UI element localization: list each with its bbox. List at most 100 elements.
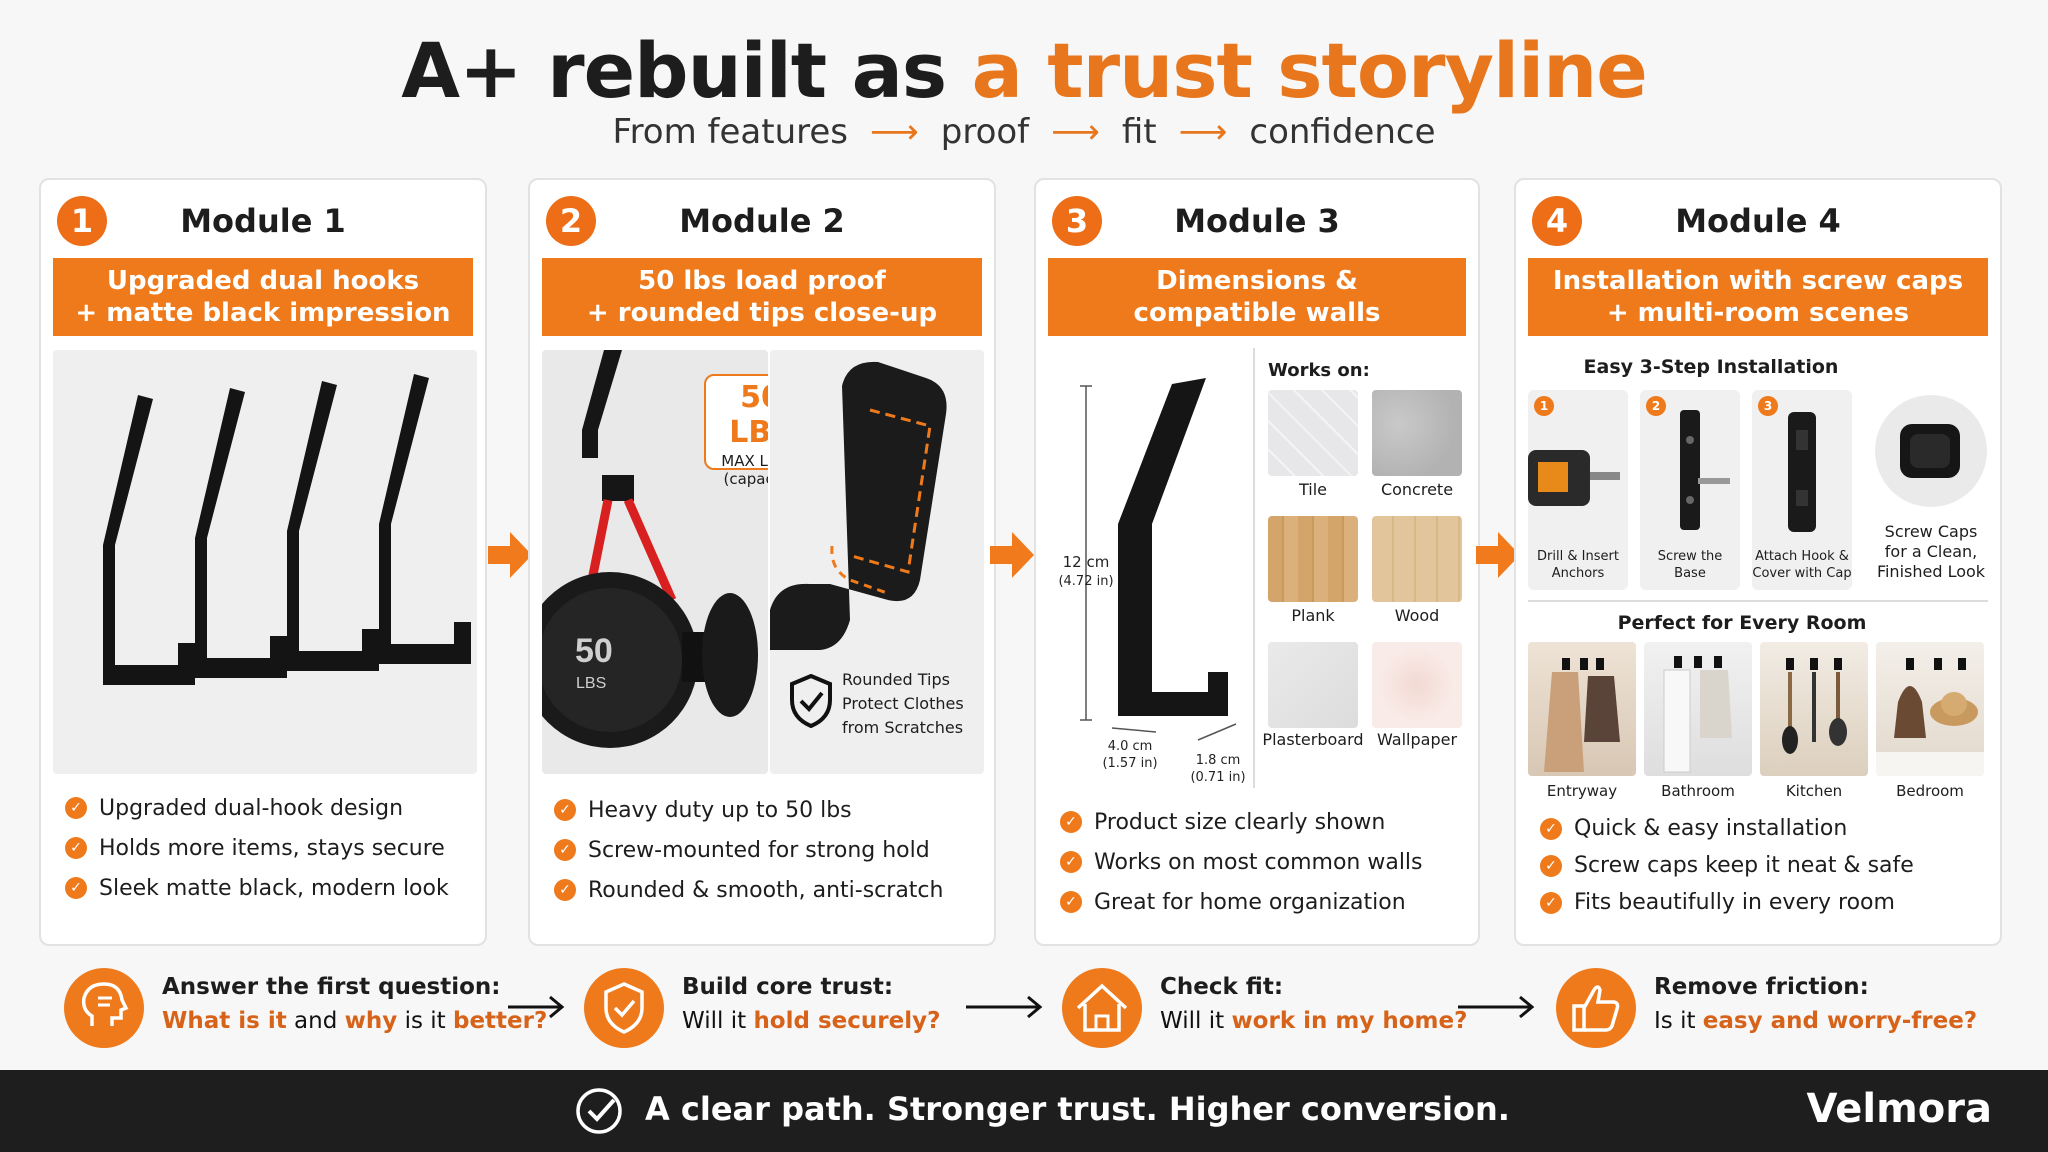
flow-arrow-icon: [488, 532, 532, 578]
journey-answer: Will it work in my home?: [1160, 1008, 1467, 1034]
install-heading: Easy 3-Step Installation: [1583, 356, 1839, 378]
band-line: compatible walls: [1133, 298, 1381, 328]
bullet-item: ✓ Sleek matte black, modern look: [65, 868, 475, 908]
max-load-label: MAX LOAD: [721, 452, 768, 470]
answer-highlight: work in my home?: [1231, 1008, 1468, 1034]
hat-bag-icon: [1876, 658, 1984, 776]
caption-line: Screw Caps: [1884, 522, 1978, 541]
room-bedroom-image: [1876, 642, 1984, 776]
module-bullets: ✓Quick & easy installation ✓ Screw caps k…: [1540, 810, 1990, 921]
thumbs-up-icon: [1556, 968, 1636, 1048]
wood-wall-swatch: [1372, 516, 1462, 602]
screw-cap-icon: [1875, 395, 1987, 507]
journey-answer: What is it and why is it better?: [162, 1008, 547, 1034]
plank-wall-swatch: [1268, 516, 1358, 602]
bullet-text: Rounded & smooth, anti-scratch: [588, 877, 944, 903]
bullet-text: Great for home organization: [1094, 889, 1406, 915]
room-label: Kitchen: [1785, 782, 1843, 800]
module-title: Module 1: [180, 202, 346, 240]
dimension-value: 1.8 cm: [1195, 753, 1241, 768]
bullet-item: ✓Upgraded dual-hook design: [65, 788, 475, 828]
module-card-3: 3 Module 3 Dimensions &compatible walls …: [1034, 178, 1480, 946]
check-icon: ✓: [65, 797, 87, 819]
bullet-item: ✓Quick & easy installation: [1540, 810, 1990, 847]
journey-step-4: Remove friction: Is it easy and worry-fr…: [1556, 962, 1996, 1052]
flow-arrow-icon: [990, 532, 1034, 578]
hooks-illustration: [103, 374, 471, 685]
rounded-tips-caption: Rounded Tips Protect Clothes from Scratc…: [842, 668, 964, 740]
bullet-text: Screw caps keep it neat & safe: [1574, 853, 1914, 878]
wall-label: Wallpaper: [1376, 730, 1458, 749]
journey-question: Check fit:: [1160, 974, 1284, 1000]
answer-text: Is it: [1654, 1008, 1703, 1034]
attach-hook-icon: [1788, 412, 1816, 532]
bullet-text: Fits beautifully in every room: [1574, 890, 1895, 915]
caption-line: Rounded Tips: [842, 670, 950, 689]
band-line: Dimensions &: [1156, 266, 1358, 296]
dimension-value: 4.0 cm: [1107, 739, 1153, 754]
module-number-badge: 2: [546, 196, 596, 246]
check-icon: ✓: [1540, 854, 1562, 877]
check-icon: ✓: [65, 877, 87, 899]
bullet-item: ✓Rounded & smooth, anti-scratch: [554, 870, 984, 910]
footer-tagline: A clear path. Stronger trust. Higher con…: [645, 1090, 1510, 1128]
title-accent: a trust storyline: [971, 26, 1648, 115]
dimension-inches: (0.71 in): [1190, 770, 1246, 785]
module-bullets: ✓Upgraded dual-hook design ✓Holds more i…: [65, 788, 475, 908]
room-bathroom-image: [1644, 642, 1752, 776]
subtitle-step: proof: [940, 112, 1030, 152]
divider: [1528, 600, 1988, 602]
bullet-item: ✓Screw-mounted for strong hold: [554, 830, 984, 870]
check-icon: ✓: [1060, 891, 1082, 913]
check-icon: ✓: [1540, 891, 1562, 914]
step-label-line: Attach Hook &: [1755, 549, 1849, 564]
subtitle: From features ⟶ proof ⟶ fit ⟶ confidence: [0, 112, 2048, 152]
journey-question: Answer the first question:: [162, 974, 501, 1000]
dumbbell-weight-label: 50: [575, 632, 613, 670]
install-step-3: 3 Attach Hook &Cover with Cap: [1752, 390, 1852, 590]
step-number-badge: 3: [1758, 396, 1778, 416]
bullet-item: ✓Works on most common walls: [1060, 842, 1468, 882]
bullet-text: Sleek matte black, modern look: [99, 875, 449, 901]
band-line: 50 lbs load proof: [638, 266, 886, 296]
drill-icon: [1528, 450, 1620, 506]
band-line: Installation with screw caps: [1552, 266, 1964, 296]
journey-step-1: Answer the first question: What is it an…: [64, 962, 547, 1052]
caption-line: Protect Clothes: [842, 694, 964, 713]
max-load-caption: (capacity): [723, 470, 768, 488]
shield-check-icon: [790, 674, 832, 728]
utensils-icon: [1782, 658, 1847, 754]
journey-question: Build core trust:: [682, 974, 894, 1000]
bullet-text: Product size clearly shown: [1094, 809, 1386, 835]
answer-highlight: hold securely?: [753, 1008, 941, 1034]
towel-icon: [1663, 656, 1732, 773]
height-dimension: 12 cm(4.72 in): [1046, 552, 1126, 592]
wall-label: Plasterboard: [1262, 730, 1364, 749]
step-label: Attach Hook &Cover with Cap: [1752, 548, 1852, 582]
step-label-line: Screw the: [1657, 549, 1723, 564]
module-card-4: 4 Module 4 Installation with screw caps+…: [1514, 178, 2002, 946]
arrow-right-icon: [508, 995, 565, 1019]
answer-highlight: better?: [452, 1008, 548, 1034]
module-title: Module 3: [1174, 202, 1340, 240]
works-on-heading: Works on:: [1268, 360, 1370, 381]
subtitle-step: From features: [612, 112, 848, 152]
module-number-badge: 3: [1052, 196, 1102, 246]
module-band: Dimensions &compatible walls: [1048, 258, 1466, 336]
step-label-line: Base: [1674, 566, 1706, 581]
wall-label: Concrete: [1380, 480, 1454, 499]
bullet-text: Works on most common walls: [1094, 849, 1423, 875]
house-icon: [1062, 968, 1142, 1048]
check-icon: ✓: [1060, 811, 1082, 833]
flow-arrow-icon: [1476, 532, 1520, 578]
wall-label: Plank: [1291, 606, 1335, 625]
check-icon: ✓: [65, 837, 87, 859]
bullet-item: ✓Holds more items, stays secure: [65, 828, 475, 868]
journey-step-3: Check fit: Will it work in my home?: [1062, 962, 1482, 1052]
check-icon: ✓: [554, 839, 576, 861]
room-label: Entryway: [1546, 782, 1618, 800]
bullet-item: ✓ Screw caps keep it neat & safe: [1540, 847, 1990, 884]
bullet-item: ✓ Great for home organization: [1060, 882, 1468, 922]
